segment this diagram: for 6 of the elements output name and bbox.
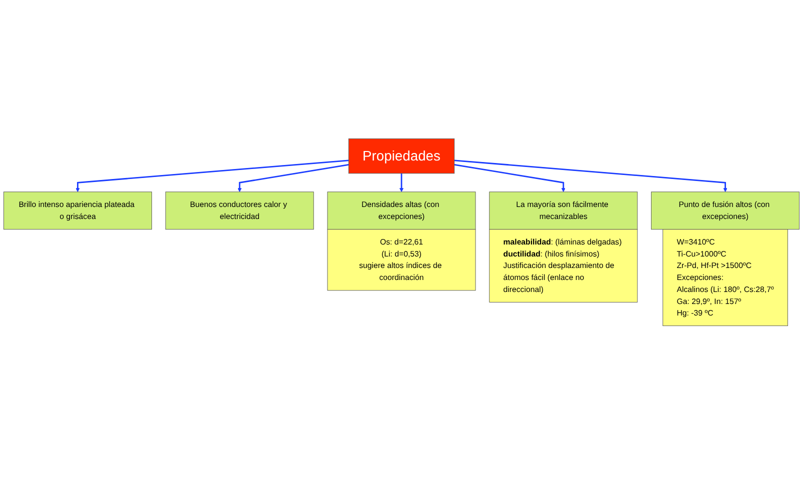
arrow (454, 164, 566, 192)
arrow (399, 173, 404, 192)
arrow (76, 160, 349, 192)
node-box: Propiedades (348, 138, 455, 174)
arrow (238, 164, 349, 192)
arrow (454, 160, 728, 192)
